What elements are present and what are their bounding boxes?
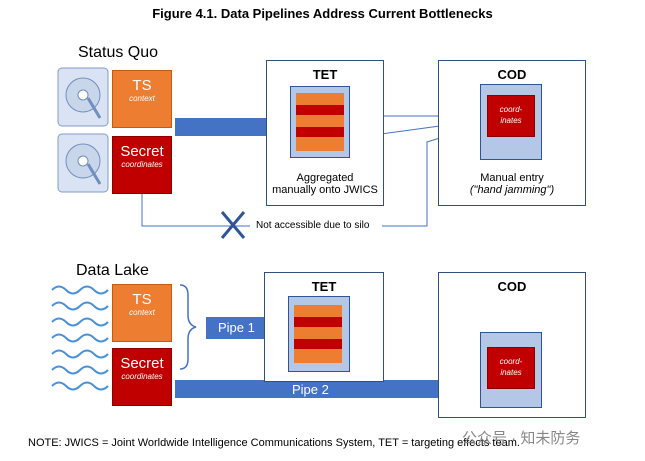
ts-context-tile: TS context	[112, 284, 172, 342]
wave-icon	[51, 285, 109, 391]
figure-title: Figure 4.1. Data Pipelines Address Curre…	[152, 6, 493, 21]
secret-coordinates-tile: Secret coordinates	[112, 136, 172, 194]
silo-line	[141, 193, 250, 227]
tile-title: TS	[132, 77, 152, 94]
coordinates-line: inates	[500, 116, 522, 125]
pipe2-arrow	[175, 370, 468, 408]
coordinates-line: coord-	[499, 105, 523, 114]
blocked-x-icon	[220, 211, 246, 239]
cod-inner-block: coord- inates	[480, 84, 542, 160]
tet-aggregate-block	[288, 296, 350, 372]
watermark: 公众号 · 知未防务	[462, 430, 581, 447]
coordinates-line: inates	[500, 368, 522, 377]
tet-caption: Aggregated manually onto JWICS	[266, 172, 384, 196]
panel-title: COD	[497, 279, 527, 294]
tile-subtitle: coordinates	[121, 372, 163, 381]
tile-title: TS	[132, 291, 152, 308]
status-quo-label: Status Quo	[78, 44, 159, 61]
tile-subtitle: coordinates	[121, 160, 163, 169]
panel-title: COD	[497, 67, 527, 82]
panel-title: TET	[311, 279, 337, 294]
caption-line: manually onto JWICS	[272, 184, 378, 196]
pipe2-label: Pipe 2	[292, 382, 329, 397]
footnote: NOTE: JWICS = Joint Worldwide Intelligen…	[28, 437, 520, 449]
ts-context-tile: TS context	[112, 70, 172, 128]
brace	[179, 284, 197, 370]
hard-disk-icon	[57, 133, 109, 193]
stacked-layers	[294, 305, 342, 363]
pipe1-label: Pipe 1	[218, 320, 255, 335]
coordinates-tile: coord- inates	[487, 95, 535, 137]
coordinates-tile: coord- inates	[487, 347, 535, 389]
tile-subtitle: context	[129, 308, 155, 317]
panel-title: TET	[312, 67, 338, 82]
caption-line: Aggregated	[296, 172, 354, 184]
secret-coordinates-tile: Secret coordinates	[112, 348, 172, 406]
coordinates-line: coord-	[499, 357, 523, 366]
hard-disk-icon	[57, 67, 109, 127]
tile-title: Secret	[120, 355, 164, 372]
tet-aggregate-block	[290, 86, 350, 158]
stacked-layers	[296, 93, 344, 151]
tile-title: Secret	[120, 143, 164, 160]
data-lake-label: Data Lake	[76, 262, 149, 279]
tile-subtitle: context	[129, 94, 155, 103]
cod-caption: Manual entry ("hand jamming")	[438, 172, 586, 196]
caption-line: Manual entry	[480, 172, 544, 184]
cod-inner-block: coord- inates	[480, 332, 542, 408]
big-arrow	[175, 108, 288, 146]
caption-line: ("hand jamming")	[469, 184, 555, 196]
silo-text: Not accessible due to silo	[256, 220, 370, 231]
